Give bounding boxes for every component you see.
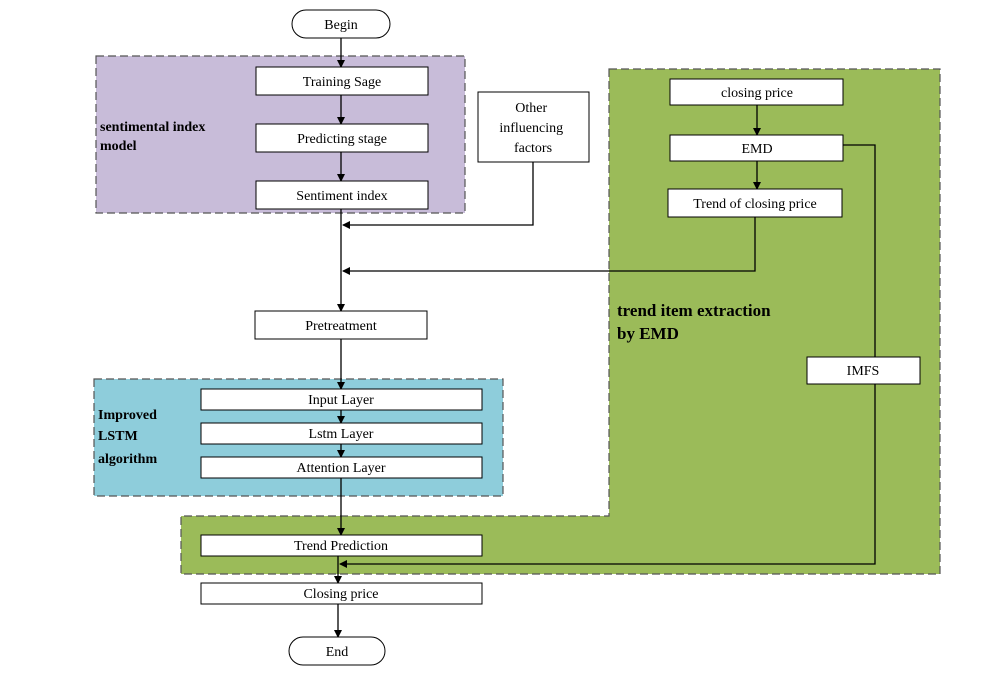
imfs-label: IMFS [847,364,880,379]
trend-closing-price-label: Trend of closing price [693,197,817,212]
lstm-layer-label: Lstm Layer [309,427,374,442]
predicting-stage-label: Predicting stage [297,132,387,147]
edge-trend-merge [342,217,756,275]
trend-closing-price-box [667,188,843,218]
emd-region-label: trend item extraction by EMD [617,301,775,343]
begin-label: Begin [324,18,357,33]
predicting-stage-box [255,123,429,153]
lstm-layer-box [200,422,483,445]
closing-price-input-label: closing price [721,86,793,101]
input-layer-label: Input Layer [308,393,374,408]
sentiment-index-label: Sentiment index [296,189,387,204]
other-factors-label: Other influencing factors [499,101,566,156]
lstm-region-label: Improved LSTM algorithm [98,408,160,467]
end-label: End [326,645,349,660]
imfs-box [806,356,921,385]
trend-prediction-box [200,534,483,557]
trend-prediction-label: Trend Prediction [294,539,388,554]
other-factors-box [477,91,590,163]
attention-layer-label: Attention Layer [296,461,385,476]
closing-price-output-box [200,582,483,605]
begin-terminal [291,9,391,39]
input-layer-box [200,388,483,411]
edge-other-factors-merge [342,162,534,229]
attention-layer-box [200,456,483,479]
end-terminal [288,636,386,666]
edge-emd-imfs-merge [339,144,876,568]
emd-box [669,134,844,162]
sentiment-region-label: sentimental index model [100,120,209,154]
pretreatment-box [254,310,428,340]
closing-price-input-box [669,78,844,106]
emd-label: EMD [741,142,772,157]
closing-price-output-label: Closing price [303,587,378,602]
training-stage-box [255,66,429,96]
sentiment-index-box [255,180,429,210]
pretreatment-label: Pretreatment [305,319,377,334]
training-stage-label: Training Sage [303,75,381,90]
